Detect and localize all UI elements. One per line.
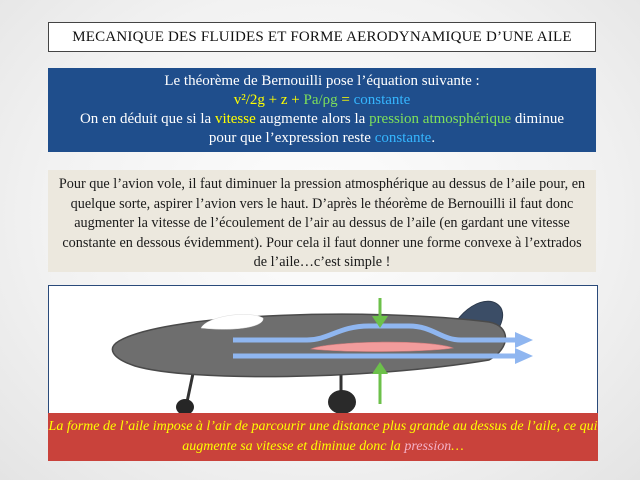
caption-text: La forme de l’aile impose à l’air de par… [48,419,598,454]
slide-title: MECANIQUE DES FLUIDES ET FORME AERODYNAM… [48,22,596,52]
explanation-box: Pour que l’avion vole, il faut diminuer … [48,170,596,272]
word-constante: constante [374,130,432,146]
equation-pressure-term: Pa/ρg [303,92,338,108]
explanation-text: Pour que l’avion vole, il faut diminuer … [58,176,586,270]
line3-part-c: diminue [511,111,565,127]
wing-profile [309,341,455,352]
word-pression-atmospherique: pression atmosphérique [369,111,512,127]
fuselage [111,313,507,378]
bernoulli-line-3: On en déduit que si la vitesse augmente … [48,110,596,129]
slide-title-text: MECANIQUE DES FLUIDES ET FORME AERODYNAM… [72,28,572,45]
line3-part-a: On en déduit que si la [79,111,215,127]
bernoulli-box: Le théorème de Bernouilli pose l’équatio… [48,68,596,152]
pressure-arrow-bottom-head [372,362,388,374]
equation-terms: v²/2g + z + [233,92,304,108]
cockpit-window [200,314,264,330]
lower-airflow-arrowhead [515,348,533,364]
caption-word-pression: pression [404,439,452,454]
nose-wheel [176,399,194,415]
line4-part-a: pour que l’expression reste [208,130,375,146]
pressure-arrow-top-head [372,316,388,328]
upper-airflow-arrowhead [515,332,533,348]
word-vitesse: vitesse [214,111,256,127]
main-wheel [328,390,356,414]
caption-box: La forme de l’aile impose à l’air de par… [48,413,598,461]
bernoulli-equation: v²/2g + z + Pa/ρg = constante [48,91,596,110]
equation-constant: constante [353,92,411,108]
bernoulli-line-1: Le théorème de Bernouilli pose l’équatio… [164,73,480,89]
caption-ellipsis: … [451,439,464,454]
equation-equals: = [337,92,354,108]
airplane-illustration [111,298,533,415]
upper-airflow-arrow [233,323,519,343]
bernoulli-line-4: pour que l’expression reste constante. [48,129,596,148]
line4-part-b: . [431,130,436,146]
line3-part-b: augmente alors la [255,111,370,127]
